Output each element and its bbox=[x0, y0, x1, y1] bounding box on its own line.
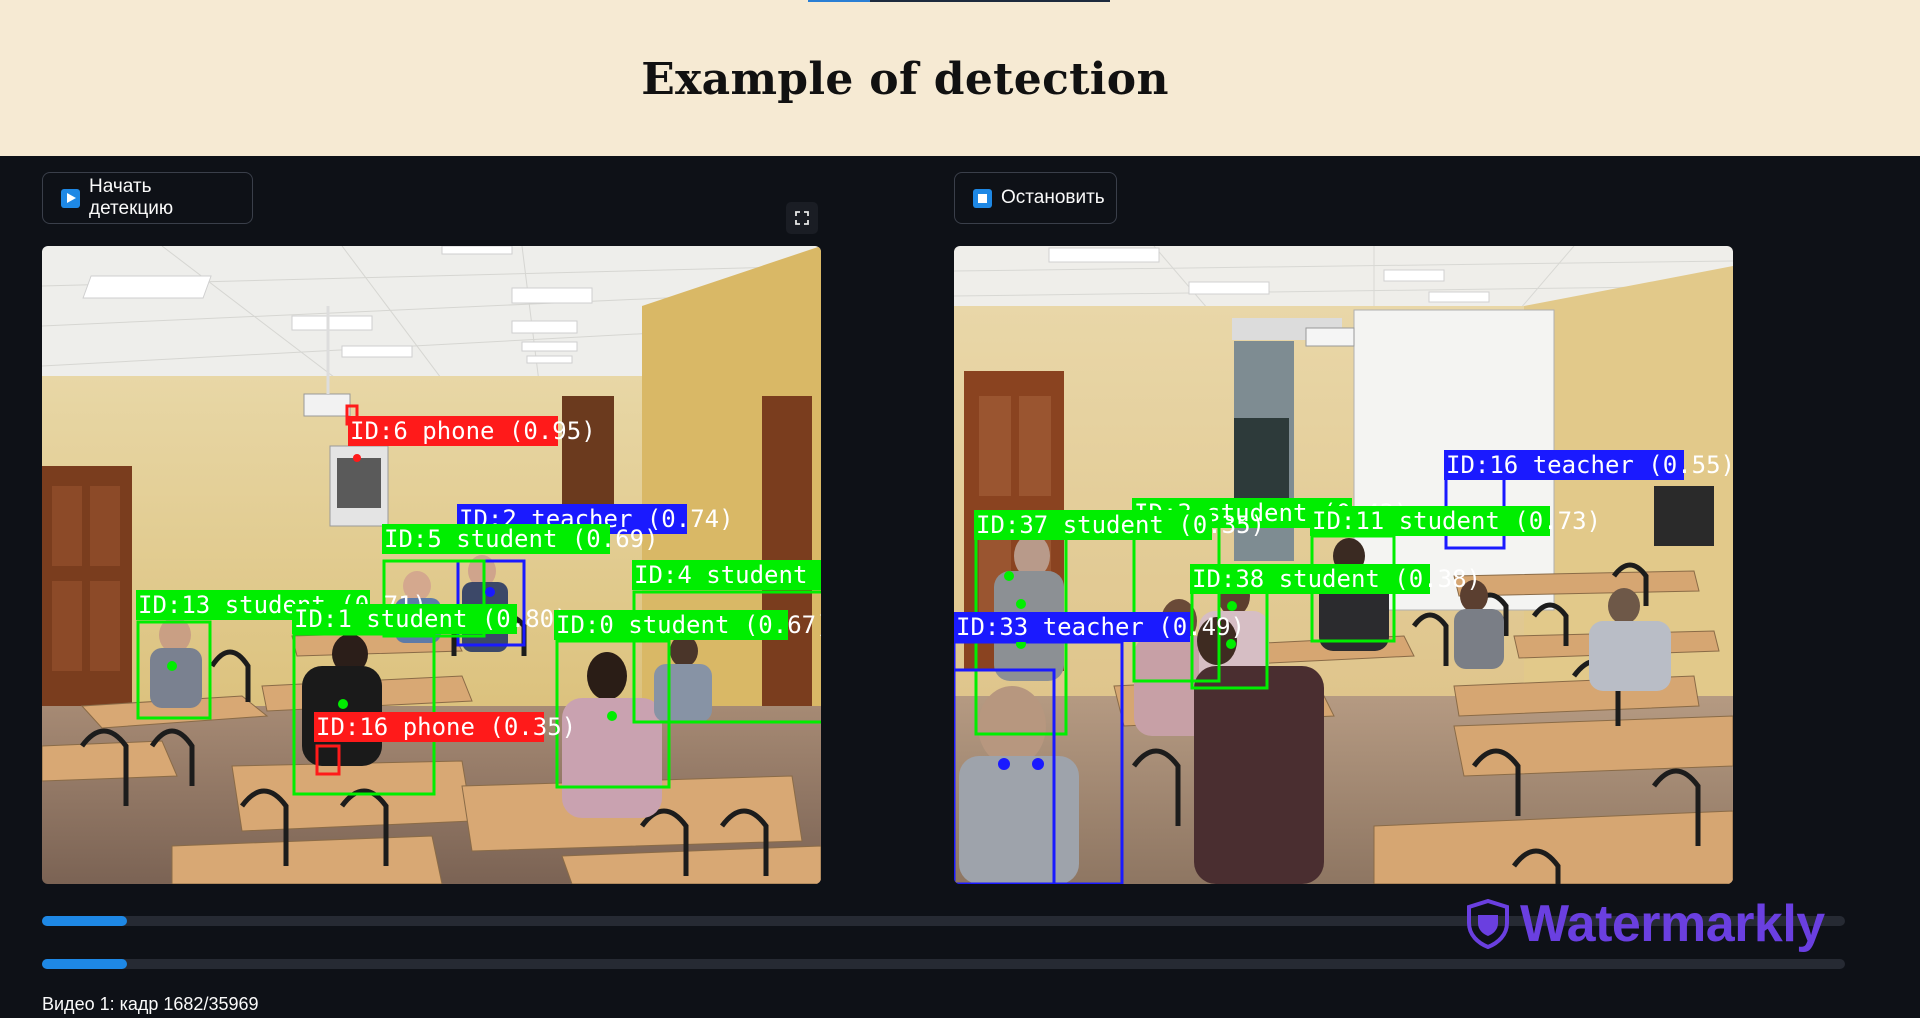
page-title: Example of detection bbox=[641, 54, 1169, 105]
detection-label: ID:38 student (0.38) bbox=[1192, 565, 1481, 593]
detection-label: ID:16 teacher (0.55) bbox=[1446, 451, 1733, 479]
start-detection-label: Начать детекцию bbox=[89, 176, 174, 219]
frame-status: Видео 1: кадр 1682/35969 bbox=[42, 994, 259, 1014]
fullscreen-button[interactable] bbox=[786, 202, 818, 234]
video-right-frame: ID:16 teacher (0.55) ID:3 student (0.43)… bbox=[954, 246, 1733, 884]
tab-underline-active bbox=[808, 0, 870, 2]
video-left-frame: ID:6 phone (0.95) ID:2 teacher (0.74) ID… bbox=[42, 246, 821, 884]
detection-labels-right: ID:16 teacher (0.55) ID:3 student (0.43)… bbox=[954, 450, 1733, 642]
watermark-text: Watermarkly bbox=[1520, 895, 1825, 953]
video1-progress-bar bbox=[42, 916, 1845, 926]
detection-label: ID:11 student (0.73) bbox=[1312, 507, 1601, 535]
detection-label: ID:16 phone (0.35) bbox=[316, 713, 576, 741]
play-icon bbox=[61, 188, 80, 208]
start-detection-button[interactable]: Начать детекцию bbox=[42, 172, 253, 224]
detection-label: ID:33 teacher (0.49) bbox=[956, 613, 1245, 641]
fullscreen-icon bbox=[795, 211, 809, 225]
detection-label: ID:6 phone (0.95) bbox=[350, 417, 596, 445]
tab-underline bbox=[808, 0, 1110, 2]
detection-label: ID:4 student (0. bbox=[634, 561, 821, 589]
detection-label: ID:37 student (0.35) bbox=[976, 511, 1265, 539]
stop-label: Остановить bbox=[1001, 187, 1105, 208]
detection-label: ID:0 student (0.67) bbox=[556, 611, 821, 639]
stop-button[interactable]: Остановить bbox=[954, 172, 1117, 224]
detection-label: ID:5 student (0.69) bbox=[384, 525, 659, 553]
stop-icon bbox=[973, 188, 992, 208]
detection-label: ID:1 student (0.80) bbox=[294, 605, 569, 633]
video2-progress-bar bbox=[42, 959, 1845, 969]
video2-progress-fill bbox=[42, 959, 127, 969]
video1-progress-fill bbox=[42, 916, 127, 926]
watermark: Watermarkly bbox=[1466, 895, 1825, 953]
shield-icon bbox=[1467, 899, 1509, 949]
detection-labels-left: ID:6 phone (0.95) ID:2 teacher (0.74) ID… bbox=[136, 416, 821, 742]
video-right: ID:16 teacher (0.55) ID:3 student (0.43)… bbox=[954, 246, 1733, 884]
video-left: ID:6 phone (0.95) ID:2 teacher (0.74) ID… bbox=[42, 246, 821, 884]
page-header: Example of detection bbox=[0, 0, 1920, 156]
